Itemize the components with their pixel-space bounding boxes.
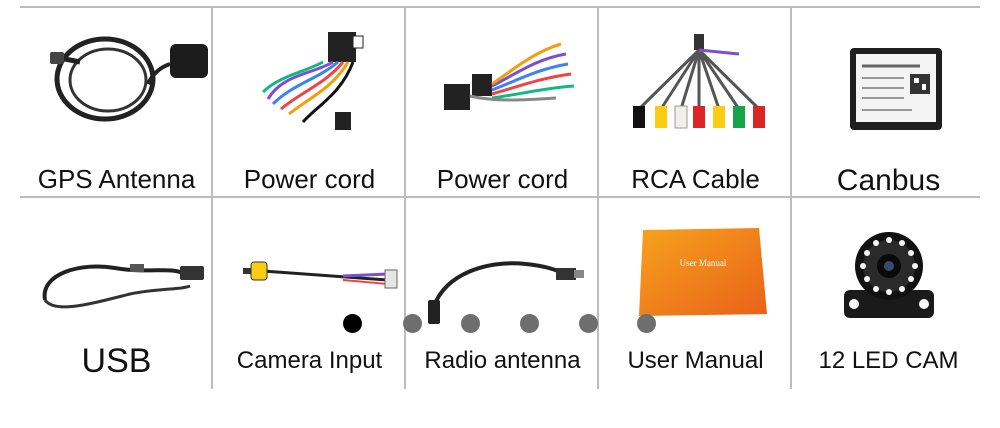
item-power-cord-1: Power cord — [213, 8, 406, 198]
usb-cable-icon — [20, 204, 213, 334]
item-canbus: Canbus — [792, 8, 985, 198]
item-user-manual: User Manual User Manual — [599, 198, 792, 388]
item-label: USB — [81, 342, 152, 380]
gps-antenna-icon — [20, 14, 213, 144]
power-cord-icon — [213, 14, 406, 144]
led-camera-icon — [792, 204, 985, 334]
item-radio-antenna: Radio antenna — [406, 198, 599, 388]
item-camera-input: Camera Input — [213, 198, 406, 388]
item-label: Canbus — [836, 164, 941, 197]
carousel-pagination — [343, 314, 663, 334]
carousel-dot[interactable] — [520, 314, 539, 333]
carousel-dot[interactable] — [579, 314, 598, 333]
grid-line-vertical — [597, 6, 599, 389]
camera-input-cable-icon — [213, 204, 406, 334]
item-label: RCA Cable — [631, 164, 760, 194]
grid-line-middle — [20, 196, 980, 198]
manual-cover-text: User Manual — [680, 258, 727, 268]
canbus-box-icon — [792, 14, 985, 144]
item-label: Radio antenna — [424, 347, 581, 374]
item-label: Power cord — [243, 164, 376, 194]
item-gps-antenna: GPS Antenna — [20, 8, 213, 198]
power-cord-icon — [406, 14, 599, 144]
item-label: Power cord — [436, 164, 569, 194]
grid-line-vertical — [790, 6, 792, 389]
user-manual-icon: User Manual — [599, 204, 792, 334]
item-rca-cable: RCA Cable — [599, 8, 792, 198]
radio-antenna-cable-icon — [406, 204, 599, 334]
item-label: User Manual — [627, 347, 764, 374]
item-label: GPS Antenna — [37, 164, 196, 194]
item-power-cord-2: Power cord — [406, 8, 599, 198]
item-usb: USB — [20, 198, 213, 388]
item-12-led-cam: 12 LED CAM — [792, 198, 985, 388]
carousel-dot[interactable] — [461, 314, 480, 333]
carousel-dot[interactable] — [403, 314, 422, 333]
grid-line-vertical — [404, 6, 406, 389]
product-grid: GPS Antenna Power cord — [20, 6, 980, 389]
rca-cable-icon — [599, 14, 792, 144]
grid-line-top — [20, 6, 980, 8]
carousel-dot[interactable] — [343, 314, 362, 333]
item-label: Camera Input — [236, 347, 383, 374]
carousel-dot[interactable] — [637, 314, 656, 333]
grid-line-vertical — [211, 6, 213, 389]
item-label: 12 LED CAM — [818, 347, 959, 374]
